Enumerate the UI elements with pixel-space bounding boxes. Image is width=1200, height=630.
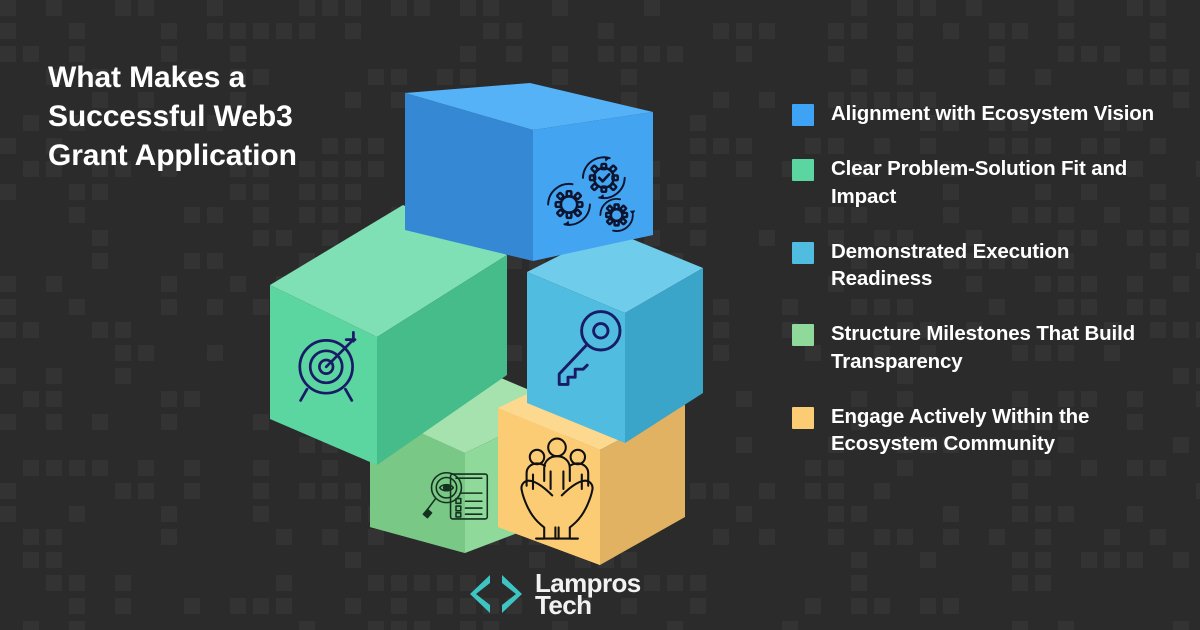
cube-alignment-left: [405, 93, 533, 261]
cube-community-side: [600, 405, 685, 565]
logo-wordmark: Lampros Tech: [535, 568, 641, 621]
legend-swatch-milestones: [792, 324, 814, 347]
legend-label-alignment: Alignment with Ecosystem Vision: [831, 102, 1155, 125]
legend-swatch-execution-readiness: [792, 241, 814, 264]
legend-label-community: Engage Actively Within the Ecosystem Com…: [831, 404, 1090, 455]
angle-brackets-icon: [470, 575, 522, 614]
brand-logo[interactable]: Lampros Tech: [468, 568, 641, 621]
legend-swatch-problem-solution: [792, 159, 814, 182]
legend-list: Alignment with Ecosystem Vision Clear Pr…: [792, 100, 1162, 457]
legend-label-milestones: Structure Milestones That Build Transpar…: [831, 322, 1136, 373]
legend-label-execution-readiness: Demonstrated Execution Readiness: [831, 239, 1070, 290]
legend-label-problem-solution: Clear Problem-Solution Fit and Impact: [831, 157, 1128, 208]
logo-line-2: Tech: [535, 590, 592, 621]
legend-swatch-alignment: [792, 104, 814, 126]
legend-swatch-community: [792, 406, 814, 429]
legend-item-milestones[interactable]: Structure Milestones That Build Transpar…: [792, 320, 1162, 375]
legend-item-community[interactable]: Engage Actively Within the Ecosystem Com…: [792, 403, 1162, 458]
cube-exec-side: [625, 268, 703, 443]
page-title: What Makes a Successful Web3 Grant Appli…: [48, 61, 297, 172]
legend-item-execution-readiness[interactable]: Demonstrated Execution Readiness: [792, 238, 1162, 293]
cube-alignment: [405, 83, 653, 261]
cube-community-front: [498, 408, 600, 565]
legend-item-alignment[interactable]: Alignment with Ecosystem Vision: [792, 100, 1162, 127]
legend-item-problem-solution[interactable]: Clear Problem-Solution Fit and Impact: [792, 155, 1162, 210]
logo-line-1: Lampros: [535, 568, 641, 598]
